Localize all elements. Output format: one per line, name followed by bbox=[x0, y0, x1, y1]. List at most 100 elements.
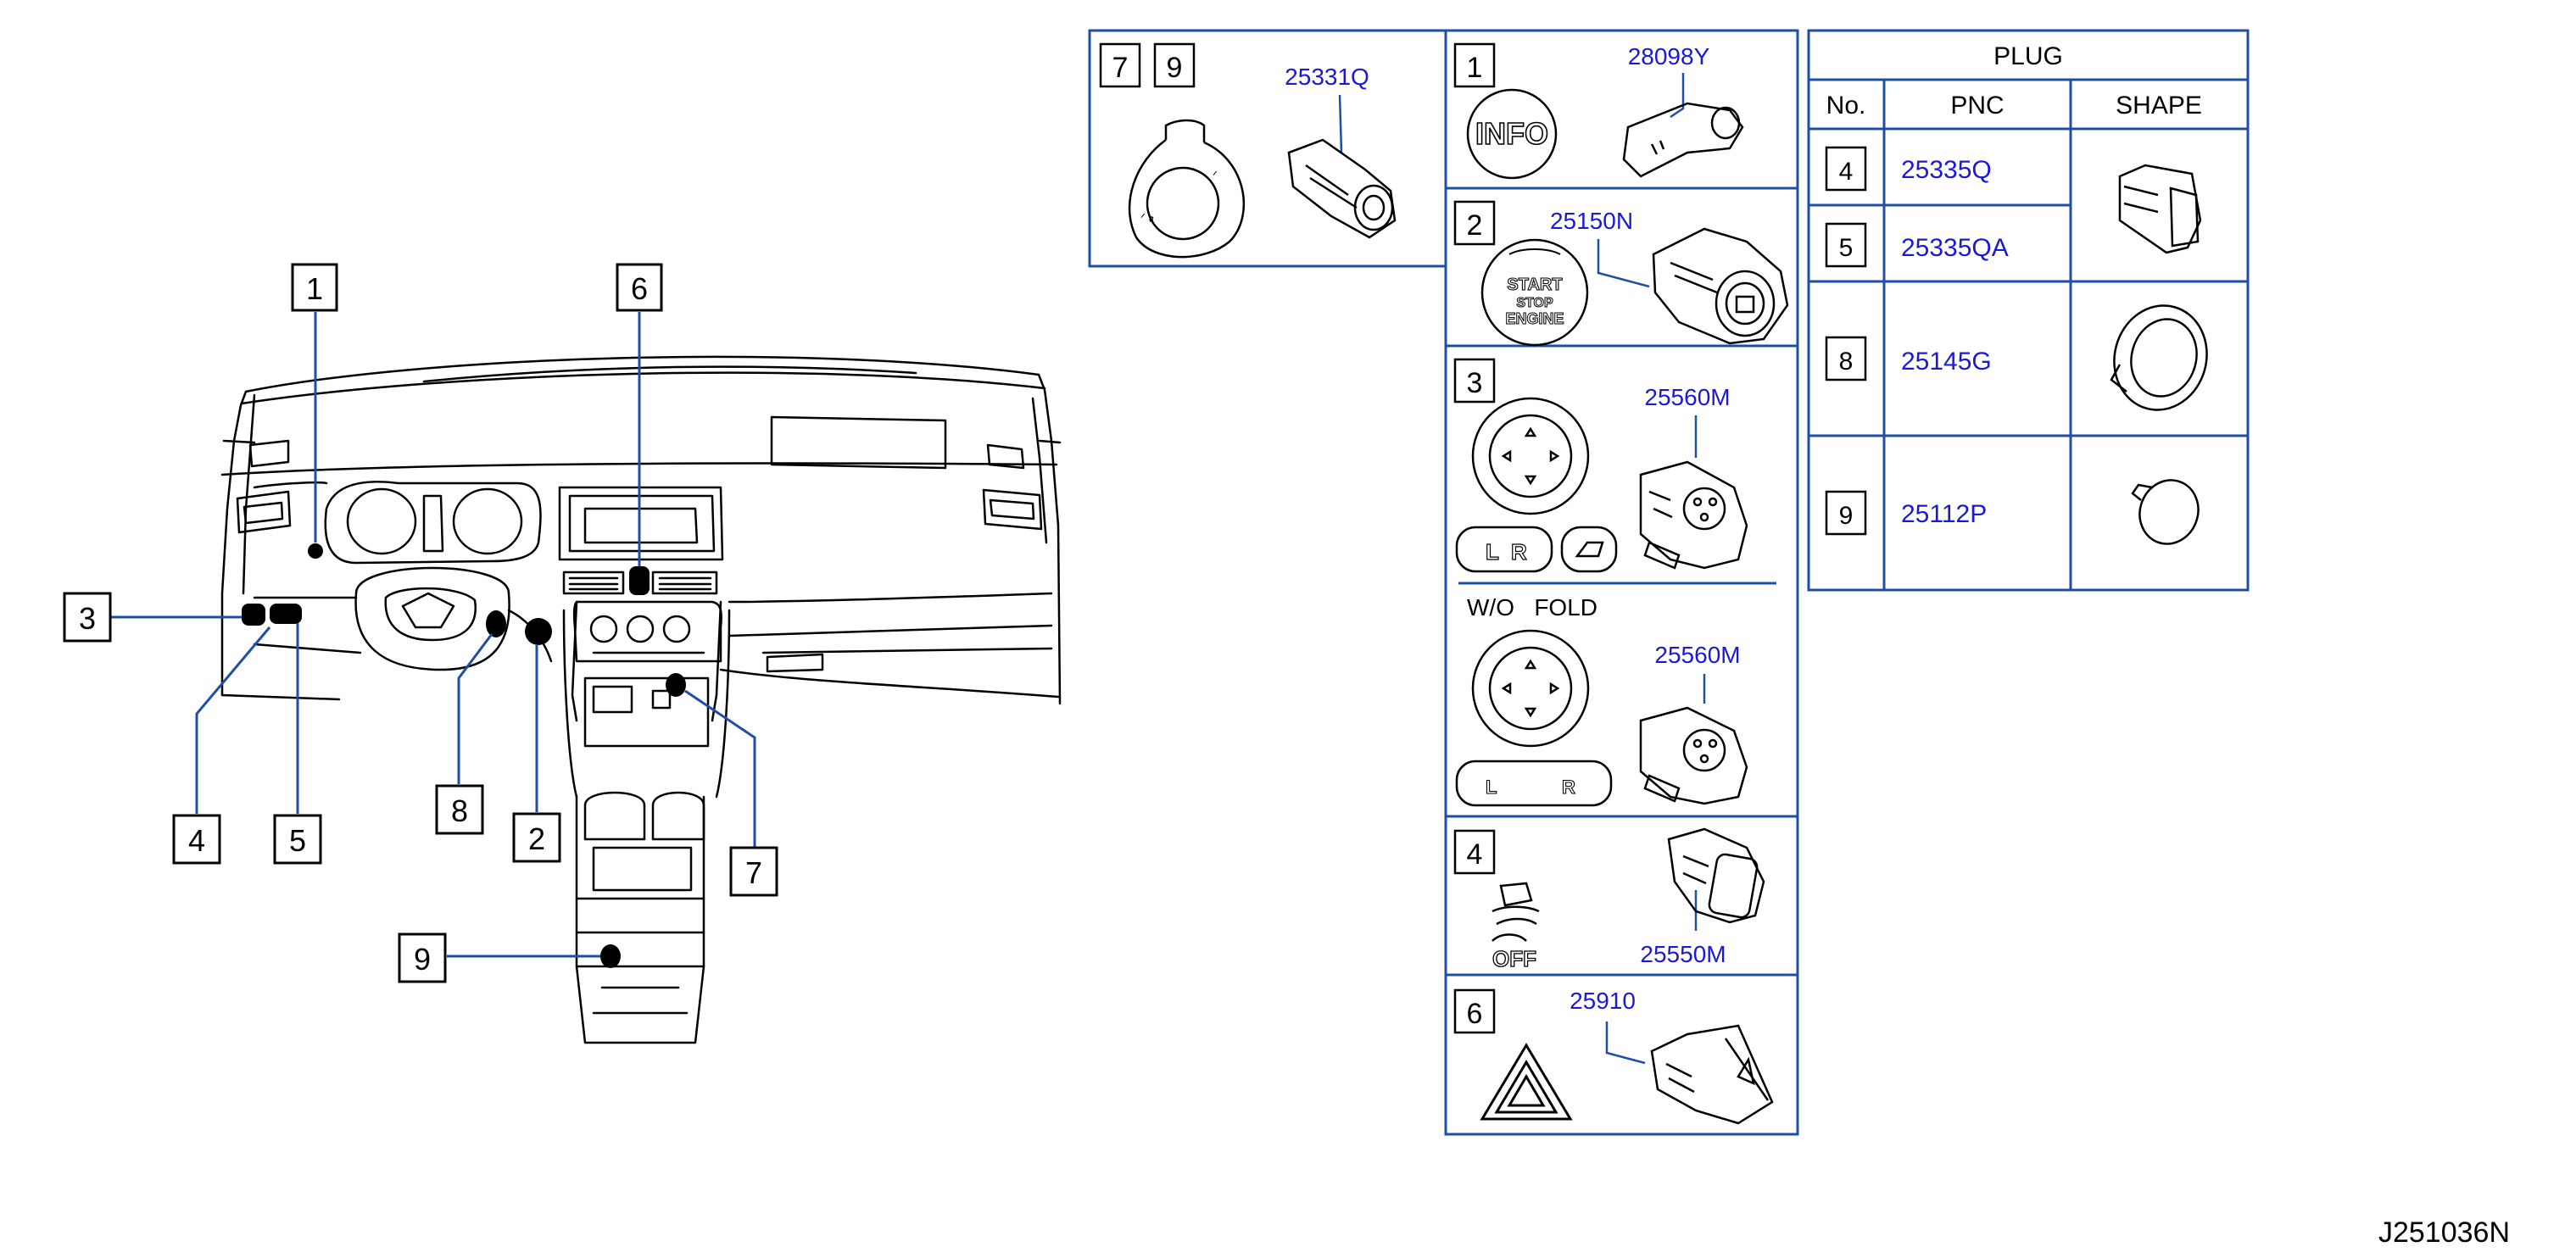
panel-2-num: 2 bbox=[1467, 209, 1483, 242]
svg-text:START: START bbox=[1507, 276, 1562, 294]
wo-fold-label: W/O FOLD bbox=[1467, 594, 1597, 621]
part-numbers: 25331Q 28098Y 25150N 25560M 25560M 25550… bbox=[1285, 43, 1740, 1014]
hazard-switch-illustration bbox=[1650, 1024, 1774, 1125]
switch-mark-8 bbox=[486, 610, 506, 637]
part-number-25910: 25910 bbox=[1570, 988, 1636, 1014]
part-number-28098Y: 28098Y bbox=[1628, 43, 1710, 70]
callout-label-1: 1 bbox=[306, 271, 323, 306]
callout-label-4: 4 bbox=[188, 823, 205, 858]
callout-box-4 bbox=[172, 814, 221, 865]
table-row-pnc: 25335Q bbox=[1901, 156, 1992, 184]
switch-mark-5 bbox=[270, 604, 302, 624]
table-row-pnc: 25145G bbox=[1901, 348, 1992, 376]
plug-table-title: PLUG bbox=[1993, 42, 2063, 70]
plug-shape-cap bbox=[2131, 479, 2200, 545]
panel-1-num: 1 bbox=[1467, 52, 1483, 84]
callout-box-1 bbox=[291, 263, 338, 312]
callout-box-5 bbox=[273, 814, 322, 865]
panel-9-num: 9 bbox=[1167, 52, 1183, 84]
start-stop-button-illustration: START STOP ENGINE bbox=[1480, 238, 1589, 347]
part-number-25331Q: 25331Q bbox=[1285, 64, 1369, 90]
callout-label-9: 9 bbox=[414, 942, 431, 977]
callout-label-6: 6 bbox=[631, 271, 648, 306]
start-stop-switch-illustration bbox=[1652, 227, 1789, 345]
callout-numbers: 1 6 3 4 5 8 2 7 9 bbox=[79, 271, 762, 977]
part-number-25560M-a: 25560M bbox=[1644, 384, 1730, 410]
table-row-no: 8 bbox=[1839, 348, 1854, 376]
table-row-no: 9 bbox=[1839, 502, 1854, 530]
plug-table-header: PLUG No. PNC SHAPE bbox=[1826, 42, 2202, 120]
vdc-off-icon-illustration: OFF bbox=[1492, 882, 1540, 972]
diagram-code: J251036N bbox=[2378, 1216, 2510, 1249]
mirror-switch-wo-fold-illustration: L R bbox=[1455, 629, 1613, 807]
panel-number-boxes bbox=[1099, 42, 1496, 1034]
svg-text:R: R bbox=[1562, 777, 1575, 798]
dashboard-illustration bbox=[220, 355, 1062, 1044]
switch-mark-2 bbox=[525, 618, 552, 645]
plug-shape-illustrations bbox=[2110, 164, 2208, 545]
callout-label-5: 5 bbox=[289, 823, 306, 858]
dashboard-switch-marks bbox=[242, 543, 686, 968]
callout-box-3 bbox=[63, 592, 112, 643]
panel-7-num: 7 bbox=[1112, 52, 1129, 84]
part-leaders bbox=[1338, 73, 1706, 1065]
callout-boxes bbox=[63, 263, 778, 983]
plug-table-rows: 4 25335Q 5 25335QA 8 25145G 9 25112P bbox=[1839, 156, 2009, 530]
table-row-no: 4 bbox=[1839, 158, 1854, 186]
callout-label-3: 3 bbox=[79, 601, 96, 636]
part-number-25150N: 25150N bbox=[1550, 208, 1633, 234]
callout-box-6 bbox=[616, 263, 663, 312]
plug-table-grid bbox=[1807, 29, 2250, 592]
part-number-25560M-b: 25560M bbox=[1654, 642, 1740, 668]
callout-label-8: 8 bbox=[451, 793, 468, 828]
switch-mark-6 bbox=[629, 566, 650, 595]
hazard-icon-illustration bbox=[1480, 1043, 1573, 1121]
plug-shape-rect bbox=[2118, 164, 2202, 254]
ignition-knob-illustration: ᐟ 𝔞 ᐟ bbox=[1128, 119, 1246, 259]
panel-4-num: 4 bbox=[1467, 838, 1483, 871]
switch-mark-3 bbox=[242, 604, 265, 626]
panel-column-frame bbox=[1444, 29, 1799, 1136]
switch-mark-1 bbox=[308, 543, 323, 559]
switch-mark-9 bbox=[600, 944, 621, 968]
mirror-switch-wo-fold-unit-illustration bbox=[1639, 706, 1748, 805]
callout-label-2: 2 bbox=[528, 821, 545, 856]
plug-table-no-boxes bbox=[1825, 146, 1867, 536]
table-row-pnc: 25335QA bbox=[1901, 234, 2009, 262]
info-switch-illustration bbox=[1622, 102, 1744, 178]
table-row-no: 5 bbox=[1839, 234, 1854, 262]
plug-shape-ring bbox=[2110, 304, 2208, 411]
callout-leaders bbox=[110, 312, 756, 958]
panel-7-9-frame bbox=[1088, 29, 1447, 268]
svg-text:STOP: STOP bbox=[1516, 296, 1553, 310]
callout-box-7 bbox=[729, 846, 778, 897]
callout-box-2 bbox=[512, 812, 561, 863]
svg-text:OFF: OFF bbox=[1492, 946, 1536, 971]
info-button-illustration: INFO bbox=[1466, 88, 1558, 180]
mirror-switch-illustration: L R bbox=[1455, 397, 1618, 573]
svg-text:R: R bbox=[1511, 539, 1527, 565]
callout-label-7: 7 bbox=[745, 855, 762, 890]
plug-table-col-pnc: PNC bbox=[1950, 92, 2004, 120]
switch-mark-7 bbox=[666, 673, 686, 697]
svg-text:INFO: INFO bbox=[1475, 116, 1548, 151]
callout-box-9 bbox=[398, 932, 447, 983]
svg-text:L: L bbox=[1486, 539, 1499, 565]
panel-numbers: 7 9 1 2 3 4 6 bbox=[1112, 52, 1483, 1030]
panel-3-num: 3 bbox=[1467, 367, 1483, 399]
panel-frames bbox=[1088, 29, 1799, 1136]
svg-text:L: L bbox=[1486, 777, 1497, 798]
callout-box-8 bbox=[435, 784, 484, 835]
svg-text:ᐟ: ᐟ bbox=[1213, 169, 1218, 182]
panel-6-num: 6 bbox=[1467, 998, 1483, 1030]
plug-table-col-shape: SHAPE bbox=[2116, 92, 2202, 120]
mirror-switch-unit-illustration bbox=[1639, 460, 1748, 570]
table-row-pnc: 25112P bbox=[1901, 500, 1987, 528]
vdc-off-switch-illustration bbox=[1667, 827, 1765, 924]
part-number-25550M: 25550M bbox=[1640, 941, 1726, 967]
plug-table-col-no: No. bbox=[1826, 92, 1866, 120]
svg-text:ENGINE: ENGINE bbox=[1505, 310, 1564, 327]
svg-text:ᐟ 𝔞: ᐟ 𝔞 bbox=[1140, 211, 1154, 225]
ignition-cylinder-illustration bbox=[1287, 138, 1397, 239]
